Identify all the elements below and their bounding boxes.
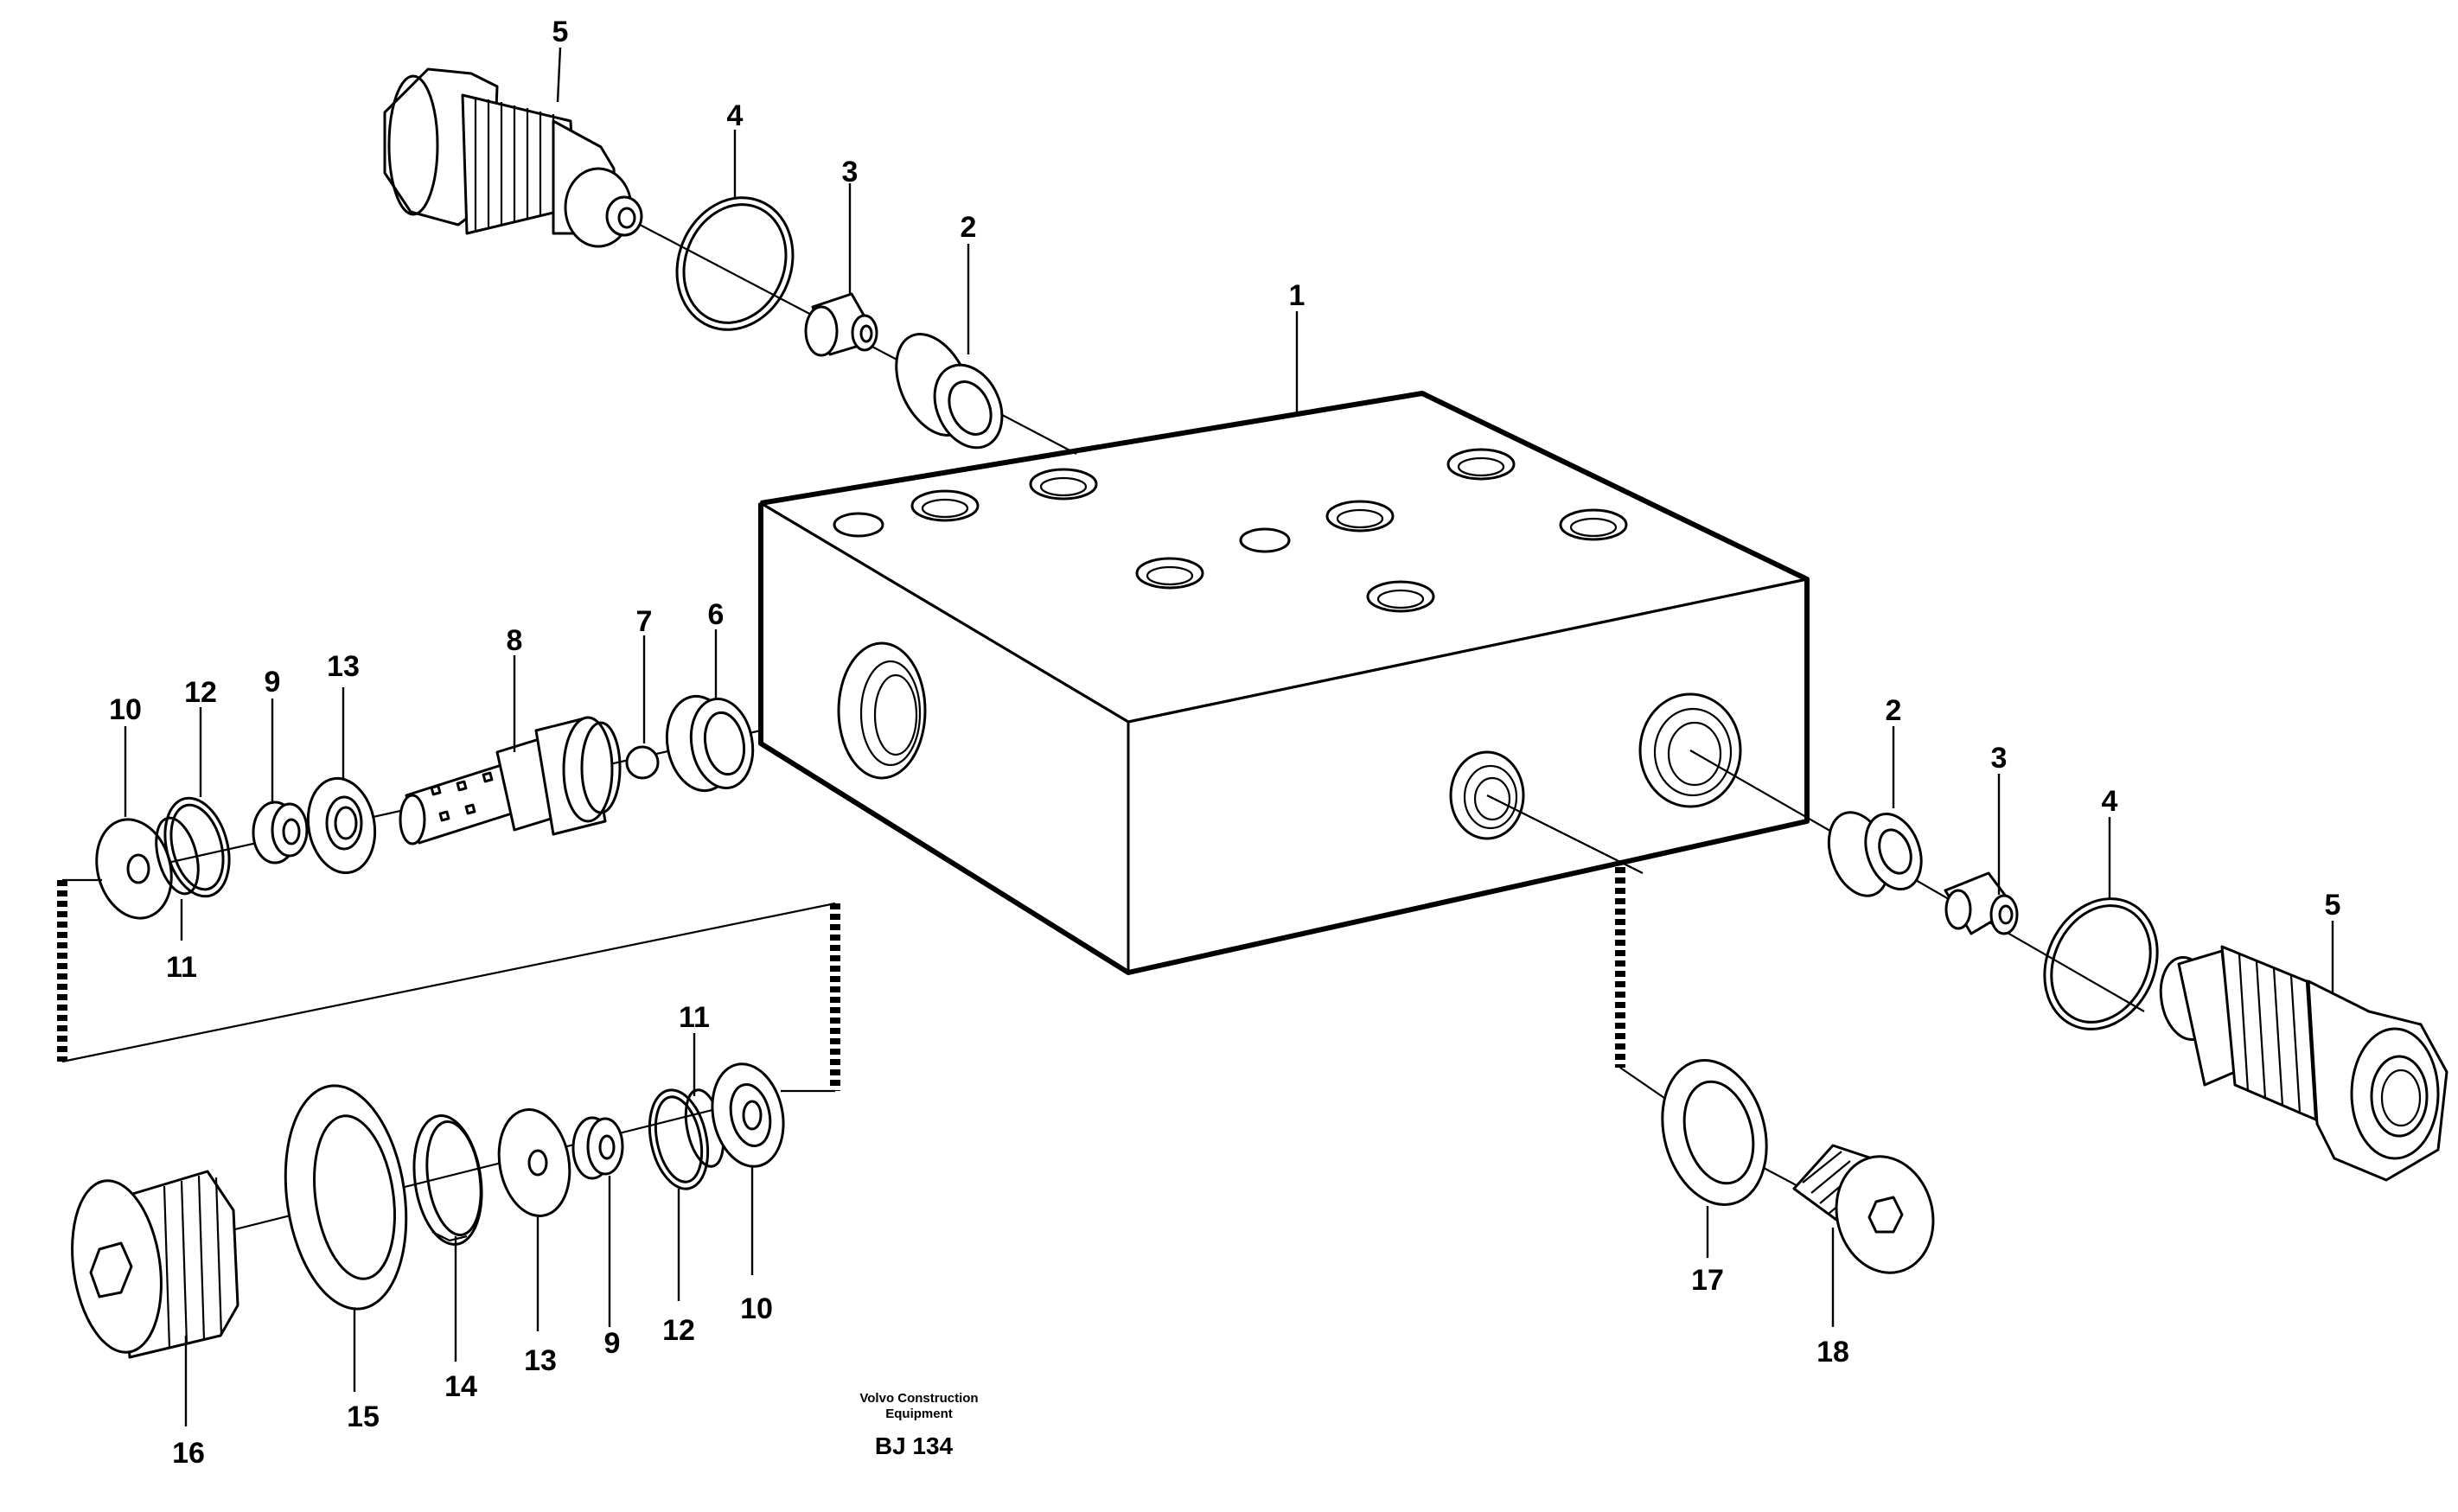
label-part-10-upper: 10	[109, 693, 142, 726]
plug-16	[71, 1170, 239, 1359]
relief-valve-right	[2159, 945, 2448, 1182]
part-labels: 5 4 3 2 1 8 7 6 13 9 12 10 11 2 3 4 5 11…	[109, 16, 2340, 1470]
orifice-right	[1944, 871, 2019, 935]
label-part-4-upper: 4	[727, 99, 744, 132]
label-part-9-lower: 9	[604, 1327, 621, 1360]
spool-8	[399, 716, 622, 845]
label-part-3-right: 3	[1991, 742, 2008, 775]
label-part-14: 14	[444, 1370, 477, 1403]
relief-valve-upper	[383, 67, 643, 248]
seal-6	[665, 694, 755, 793]
o-ring-12-lower	[648, 1088, 710, 1190]
label-part-12-lower: 12	[662, 1314, 695, 1347]
caption-equipment: Equipment	[885, 1407, 953, 1421]
label-part-5-right: 5	[2325, 889, 2341, 922]
label-part-7: 7	[636, 605, 653, 638]
washer-13-lower	[497, 1108, 571, 1217]
label-part-12-upper: 12	[184, 676, 217, 709]
label-part-10-lower: 10	[740, 1292, 773, 1325]
o-ring-12-upper	[163, 796, 231, 898]
seat-right	[1827, 811, 1923, 897]
label-part-1: 1	[1289, 279, 1306, 312]
label-part-4-right: 4	[2102, 785, 2118, 818]
label-part-13-upper: 13	[327, 650, 360, 683]
washer-10-upper	[95, 818, 173, 920]
seat-upper	[895, 333, 1004, 450]
ball-7	[625, 745, 660, 780]
label-part-9-upper: 9	[265, 666, 281, 699]
seal-13-upper	[306, 776, 377, 875]
label-part-2-upper: 2	[961, 211, 977, 244]
washer-10-lower	[711, 1062, 785, 1168]
label-part-17: 17	[1691, 1264, 1724, 1297]
drawing-code: BJ 134	[875, 1432, 954, 1459]
block-side-ports	[837, 641, 1742, 840]
o-ring-right	[2043, 897, 2159, 1030]
assembly-ties	[57, 867, 1665, 1099]
label-part-6: 6	[708, 598, 725, 631]
caption-company: Volvo Construction	[859, 1391, 978, 1406]
diagram-caption: Volvo Construction Equipment BJ 134	[859, 1391, 978, 1459]
label-part-11-upper: 11	[166, 951, 197, 984]
backup-ring-11-upper	[155, 816, 200, 896]
spacer-9-upper	[252, 801, 309, 864]
snap-ring-14	[412, 1114, 483, 1246]
label-part-18: 18	[1816, 1336, 1849, 1368]
o-ring-upper	[675, 196, 795, 331]
leader-lines	[124, 47, 2334, 1426]
orifice-upper	[804, 292, 878, 357]
block-top-ports	[833, 448, 1628, 613]
label-part-13-lower: 13	[524, 1344, 557, 1377]
valve-block	[758, 391, 1810, 975]
label-part-5-upper: 5	[552, 16, 569, 48]
gasket-15	[284, 1084, 408, 1311]
label-part-8: 8	[507, 624, 523, 657]
plug-18	[1792, 1144, 1935, 1274]
label-part-11-lower: 11	[679, 1001, 710, 1034]
label-part-3-upper: 3	[842, 156, 859, 188]
label-part-2-right: 2	[1886, 694, 1902, 727]
label-part-16: 16	[172, 1437, 205, 1470]
gasket-17	[1661, 1059, 1768, 1206]
spacer-9-lower	[571, 1116, 624, 1180]
label-part-15: 15	[347, 1400, 380, 1433]
